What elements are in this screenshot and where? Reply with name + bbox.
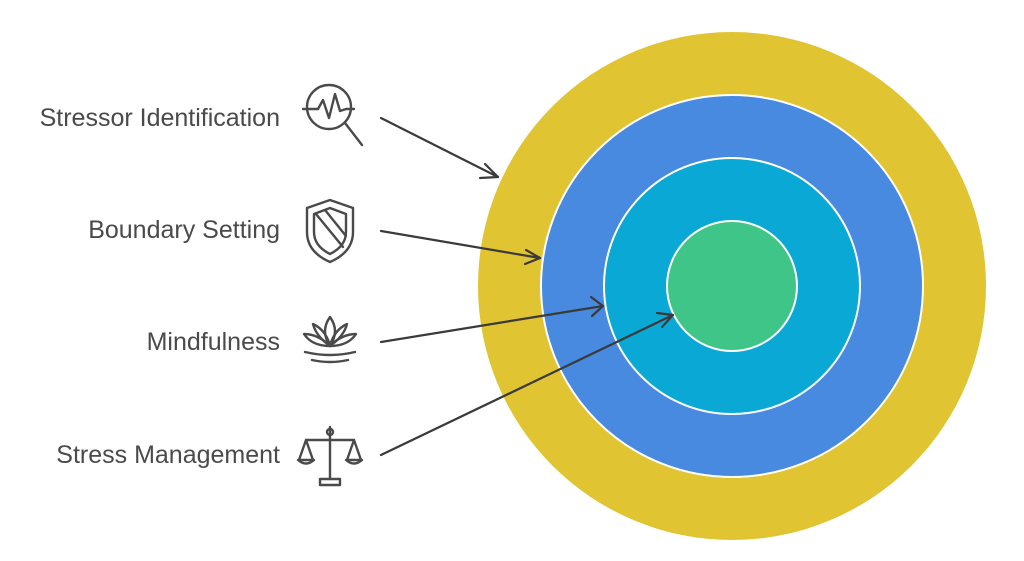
arrow-boundary-setting: [379, 229, 542, 266]
arrow-stress-management: [379, 311, 675, 457]
waveform-magnifier-icon: [301, 83, 364, 147]
balance-scale-icon: [296, 425, 364, 487]
shield-icon: [305, 198, 355, 264]
label-boundary-setting: Boundary Setting: [88, 216, 280, 244]
ring-stress-management: [666, 220, 798, 352]
label-mindfulness: Mindfulness: [146, 328, 280, 356]
arrow-mindfulness: [379, 295, 605, 344]
lotus-icon: [302, 315, 358, 364]
arrow-stressor-identification: [379, 116, 500, 180]
label-stressor-identification: Stressor Identification: [39, 104, 280, 132]
label-stress-management: Stress Management: [56, 441, 280, 469]
